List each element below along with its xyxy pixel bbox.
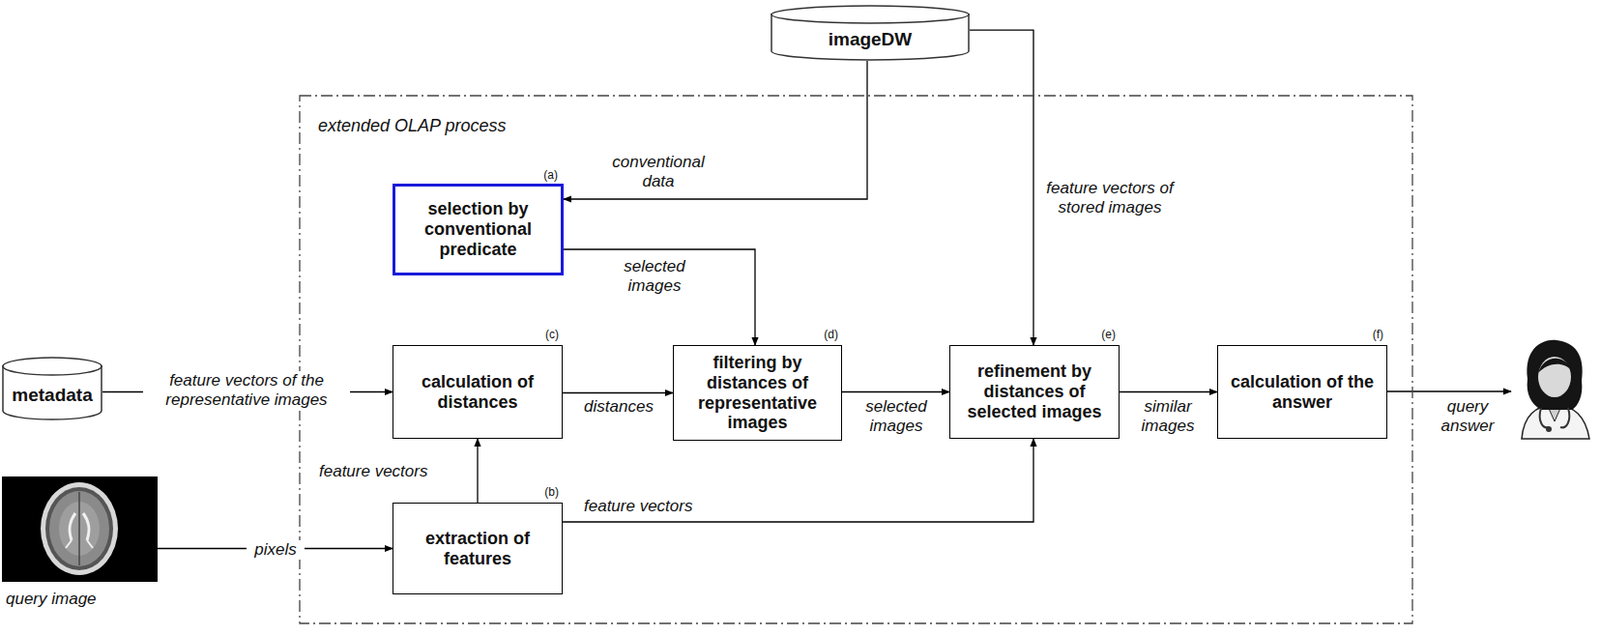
connector-arrow <box>562 438 1034 523</box>
database-name: imageDW <box>770 29 970 51</box>
edge-label: conventional data <box>601 152 716 193</box>
process-box: refinement by distances of selected imag… <box>949 345 1120 439</box>
process-box: filtering by distances of representative… <box>672 345 843 441</box>
box-label: calculation of the answer <box>1227 372 1377 412</box>
edge-label: feature vectors of stored images <box>1042 178 1178 219</box>
free-label: query answer <box>1428 397 1507 437</box>
edge-label: feature vectors <box>583 496 749 517</box>
process-box: calculation of the answer(f) <box>1217 345 1388 439</box>
mri-illustration <box>1 476 158 582</box>
edge-label: similar images <box>1123 397 1213 437</box>
cylinder-top <box>771 5 969 24</box>
database-name: metadata <box>1 384 103 407</box>
connector-arrow <box>842 391 950 393</box>
query-image: query image <box>1 476 158 610</box>
edge-label: selected images <box>610 257 699 297</box>
callout-letter: (e) <box>1101 328 1116 341</box>
edge-label: selected images <box>848 397 944 437</box>
callout-letter: (d) <box>823 328 839 341</box>
connector-arrow <box>563 60 868 200</box>
process-box: selection by conventional predicate(a) <box>392 183 564 276</box>
process-box: calculation of distances(c) <box>392 345 563 439</box>
callout-letter: (b) <box>544 486 559 498</box>
image-caption: query image <box>1 581 158 610</box>
connector-arrow <box>1119 391 1218 393</box>
connector-arrow <box>563 249 756 346</box>
doctor-icon <box>1521 340 1590 439</box>
process-region: extended OLAP process selection by conven… <box>298 94 1414 625</box>
edge-label: distances <box>570 397 668 417</box>
edge-label: feature vectors <box>319 462 465 482</box>
process-box: extraction of features(b) <box>392 502 563 595</box>
edge-label: pixels <box>246 540 305 560</box>
box-label: refinement by distances of selected imag… <box>960 361 1109 422</box>
database-cylinder: metadata <box>1 356 103 421</box>
cylinder-top <box>2 357 102 376</box>
connector-arrow <box>476 438 478 503</box>
edge-label: feature vectors of the representative im… <box>143 371 350 411</box>
region-title: extended OLAP process <box>318 116 506 137</box>
box-label: filtering by distances of representative… <box>683 352 832 434</box>
database-cylinder: imageDW <box>770 4 970 61</box>
connector-arrow <box>969 29 1034 346</box>
box-label: extraction of features <box>403 528 553 569</box>
connector-arrow <box>562 392 673 394</box>
callout-letter: (a) <box>543 169 558 181</box>
box-label: selection by conventional predicate <box>405 199 552 260</box>
callout-letter: (f) <box>1372 328 1384 341</box>
box-label: calculation of distances <box>403 372 553 412</box>
callout-letter: (c) <box>545 328 559 341</box>
answer-arrow <box>1387 390 1512 392</box>
region-border <box>299 95 1413 624</box>
